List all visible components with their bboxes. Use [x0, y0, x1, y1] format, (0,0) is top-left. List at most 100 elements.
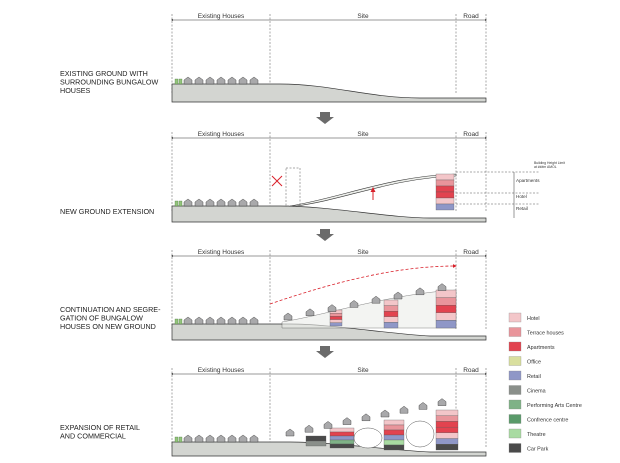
- atrium-void: [405, 420, 435, 448]
- atrium-void: [353, 427, 383, 449]
- bungalow-house: [194, 316, 204, 325]
- ground-profile: [171, 83, 487, 103]
- zone-label-site: Site: [357, 131, 369, 138]
- bungalow-house: [371, 295, 381, 304]
- zone-label-site: Site: [357, 367, 369, 374]
- height-limit-label: Building Height Limit: [534, 161, 565, 165]
- legend-label: Hotel: [527, 316, 540, 322]
- bungalow-house: [194, 434, 204, 443]
- bungalow-house: [227, 434, 237, 443]
- building-floor: [435, 203, 455, 211]
- tree-icon: [178, 318, 183, 325]
- zone-label-road: Road: [463, 13, 479, 20]
- building-floor: [305, 435, 327, 442]
- tree-icon: [174, 200, 179, 207]
- bungalow-house: [205, 76, 215, 85]
- flow-arrow-down-icon: [316, 229, 334, 241]
- zone-label-road: Road: [463, 131, 479, 138]
- panel-caption: HOUSES: [60, 86, 91, 95]
- building-floor: [329, 439, 355, 445]
- zone-label-existing-houses: Existing Houses: [198, 131, 245, 138]
- bungalow-house: [216, 76, 226, 85]
- legend-label: Confrence centre: [527, 418, 568, 424]
- building-floor: [435, 179, 455, 187]
- building-floor: [329, 443, 355, 449]
- building-floor: [435, 312, 457, 321]
- bungalow-house: [305, 308, 315, 316]
- zone-label-existing-houses: Existing Houses: [198, 367, 245, 374]
- bungalow-house: [304, 424, 314, 433]
- legend-swatch: [508, 385, 522, 395]
- legend-swatch: [508, 370, 522, 381]
- panel-caption: EXPANSION OF RETAIL: [60, 423, 140, 432]
- bungalow-house: [216, 198, 226, 207]
- panel-caption: AND COMMERCIAL: [60, 432, 126, 441]
- bungalow-house: [342, 417, 352, 425]
- bungalow-house: [205, 198, 215, 207]
- building-floor: [435, 438, 459, 445]
- building-floor: [435, 426, 459, 434]
- panel-caption: NEW GROUND EXTENSION: [60, 207, 154, 216]
- building-floor: [329, 319, 343, 323]
- flow-arrow-down-icon: [316, 112, 334, 124]
- bungalow-house: [183, 198, 193, 207]
- new-ground-extension: [289, 173, 457, 207]
- building-floor: [383, 305, 399, 312]
- building-floor: [383, 439, 405, 446]
- legend-swatch: [508, 428, 522, 439]
- zone-label-road: Road: [463, 249, 479, 256]
- building-floor: [383, 311, 399, 317]
- level-label-apartments: Apartments: [516, 178, 540, 183]
- building-floor: [329, 435, 355, 441]
- bungalow-house: [227, 76, 237, 85]
- legend-label: Theatre: [527, 432, 546, 438]
- building-floor: [329, 431, 355, 437]
- building-floor: [329, 316, 343, 320]
- zone-label-site: Site: [357, 249, 369, 256]
- panel-caption: HOUSES ON NEW GROUND: [60, 322, 156, 331]
- legend-swatch: [508, 312, 522, 323]
- zone-label-existing-houses: Existing Houses: [198, 249, 245, 256]
- zone-label-site: Site: [357, 13, 369, 20]
- building-floor: [435, 421, 459, 428]
- building-floor: [383, 429, 405, 436]
- building-floor: [305, 440, 327, 447]
- bungalow-house: [183, 434, 193, 443]
- building-floor: [383, 299, 399, 306]
- level-label-retail: Retail: [516, 206, 528, 211]
- building-floor: [435, 409, 459, 416]
- bungalow-house: [437, 398, 447, 406]
- bungalow-house: [249, 434, 259, 443]
- bungalow-house: [415, 287, 425, 295]
- legend-swatch: [508, 341, 522, 352]
- bungalow-house: [249, 316, 259, 325]
- tree-icon: [174, 436, 179, 443]
- building-floor: [383, 322, 399, 329]
- building-floor: [383, 444, 405, 451]
- bungalow-house: [238, 434, 248, 443]
- bungalow-house: [323, 421, 333, 429]
- building-floor: [383, 424, 405, 431]
- new-ground-extension: [281, 289, 457, 329]
- bungalow-house: [380, 409, 390, 418]
- tree-icon: [178, 436, 183, 443]
- bungalow-house: [205, 434, 215, 443]
- building-floor: [329, 427, 355, 433]
- bungalow-house: [249, 76, 259, 85]
- bungalow-house: [183, 76, 193, 85]
- legend-label: Office: [527, 360, 541, 366]
- panel-caption: EXISTING GROUND WITH: [60, 69, 148, 78]
- legend-label: Cinema: [527, 389, 546, 395]
- bungalow-house: [238, 198, 248, 207]
- building-floor: [329, 313, 343, 317]
- ground-profile: [171, 205, 487, 223]
- building-floor: [435, 185, 455, 193]
- legend-label: Retail: [527, 374, 541, 380]
- bungalow-house: [283, 312, 293, 321]
- bungalow-house: [227, 198, 237, 207]
